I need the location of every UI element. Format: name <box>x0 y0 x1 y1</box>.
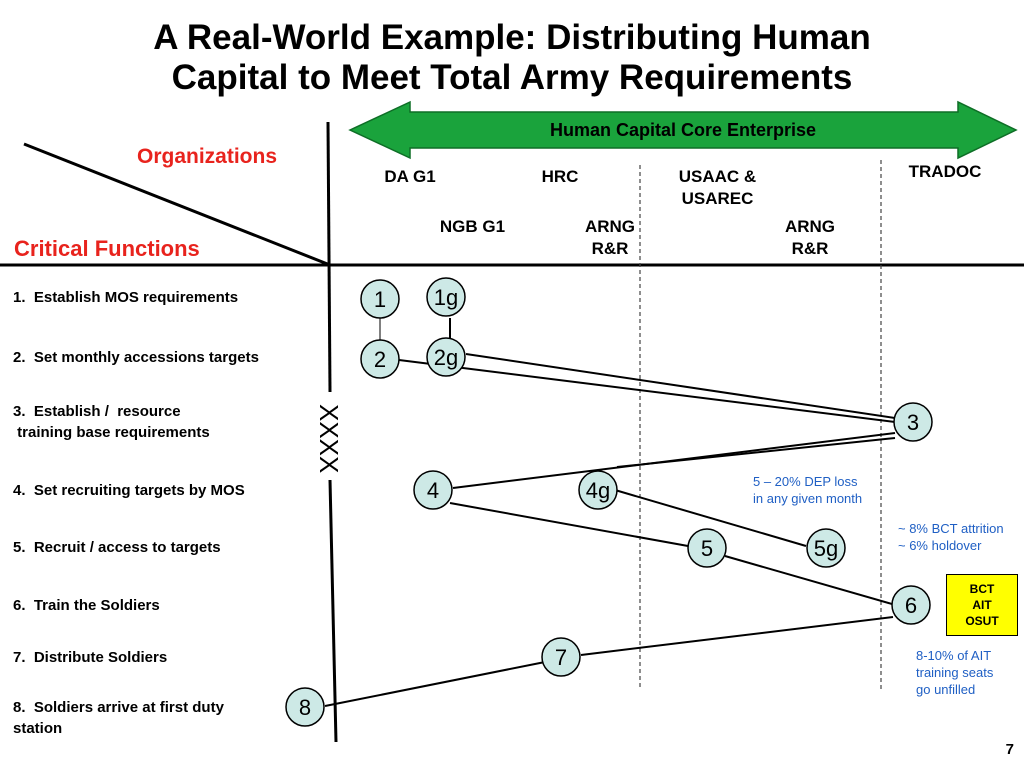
node-2-label: 2 <box>374 347 386 372</box>
node-2 <box>360 339 400 379</box>
connector-5-6 <box>724 555 893 605</box>
node-5g <box>806 528 846 568</box>
org-da-g1: DA G1 <box>384 167 436 186</box>
org-usaac-line-2: USAREC <box>681 189 754 208</box>
node-1g-label: 1g <box>434 285 458 310</box>
node-3 <box>893 402 933 442</box>
org-arng-rr-1-line-2: R&R <box>591 239 629 258</box>
org-usaac-usarec: USAAC & USAREC <box>655 166 780 210</box>
page-number: 7 <box>1005 741 1014 758</box>
org-usaac-line-1: USAAC & <box>678 167 757 186</box>
org-tradoc: TRADOC <box>908 162 982 181</box>
node-6-label: 6 <box>905 593 917 618</box>
function-3: 3. Establish / resource training base re… <box>13 403 210 441</box>
node-4-label: 4 <box>427 478 439 503</box>
node-4g-label: 4g <box>586 478 610 503</box>
node-5-label: 5 <box>701 536 713 561</box>
enterprise-label: Human Capital Core Enterprise <box>550 120 816 140</box>
break-mark: XXXX <box>314 404 344 473</box>
node-7-label: 7 <box>555 645 567 670</box>
function-5: 5. Recruit / access to targets <box>13 539 221 556</box>
critical-functions-label: Critical Functions <box>14 236 200 261</box>
node-1 <box>360 279 400 319</box>
function-7: 7. Distribute Soldiers <box>13 649 168 666</box>
node-8 <box>285 687 325 727</box>
organizations-label: Organizations <box>137 145 278 168</box>
node-2g <box>426 337 466 377</box>
node-2g-label: 2g <box>434 345 458 370</box>
function-6: 6. Train the Soldiers <box>13 597 160 614</box>
org-arng-rr-2-line-2: R&R <box>791 239 829 258</box>
node-8-label: 8 <box>299 695 311 720</box>
training-types-box: BCT AIT OSUT <box>946 574 1018 636</box>
vertical-axis-bottom <box>328 479 338 743</box>
org-arng-rr-2-line-1: ARNG <box>784 217 836 236</box>
org-arng-rr-2: ARNG R&R <box>770 216 850 260</box>
node-1-label: 1 <box>374 287 386 312</box>
function-8: 8. Soldiers arrive at first duty station <box>13 699 224 737</box>
page-title: A Real-World Example: Distributing Human… <box>0 18 1024 98</box>
org-hrc: HRC <box>541 167 579 186</box>
page-title-line-2: Capital to Meet Total Army Requirements <box>171 58 853 97</box>
connector-2-3 <box>398 359 896 423</box>
org-ngb-g1: NGB G1 <box>439 217 506 236</box>
connector-4-5 <box>449 502 689 547</box>
box-line-bct: BCT <box>969 582 995 596</box>
vertical-axis-top <box>326 121 332 393</box>
org-arng-rr-1-line-1: ARNG <box>584 217 636 236</box>
note-dep-loss: 5 – 20% DEP loss in any given month <box>753 474 863 506</box>
note-unfilled-seats: 8-10% of AIT training seats go unfilled <box>916 648 994 697</box>
node-1g <box>426 277 466 317</box>
enterprise-double-arrow <box>348 100 1018 160</box>
box-line-osut: OSUT <box>965 614 999 628</box>
node-4 <box>413 470 453 510</box>
function-4: 4. Set recruiting targets by MOS <box>13 482 245 499</box>
node-6 <box>891 585 931 625</box>
function-1: 1. Establish MOS requirements <box>13 289 239 306</box>
node-4g <box>578 470 618 510</box>
connector-2g-3 <box>465 353 896 419</box>
node-5g-label: 5g <box>814 536 838 561</box>
node-7 <box>541 637 581 677</box>
node-5 <box>687 528 727 568</box>
connector-3-4g <box>616 437 896 468</box>
page-title-line-1: A Real-World Example: Distributing Human <box>153 18 871 57</box>
function-2: 2. Set monthly accessions targets <box>13 349 259 366</box>
connector-6-7 <box>580 616 894 656</box>
node-3-label: 3 <box>907 410 919 435</box>
connector-4g-5g <box>614 489 807 547</box>
org-arng-rr-1: ARNG R&R <box>570 216 650 260</box>
box-line-ait: AIT <box>972 598 992 612</box>
connector-7-8 <box>324 661 546 707</box>
note-attrition: ~ 8% BCT attrition ~ 6% holdover <box>898 521 1004 553</box>
header-diagonal-line <box>23 142 331 267</box>
